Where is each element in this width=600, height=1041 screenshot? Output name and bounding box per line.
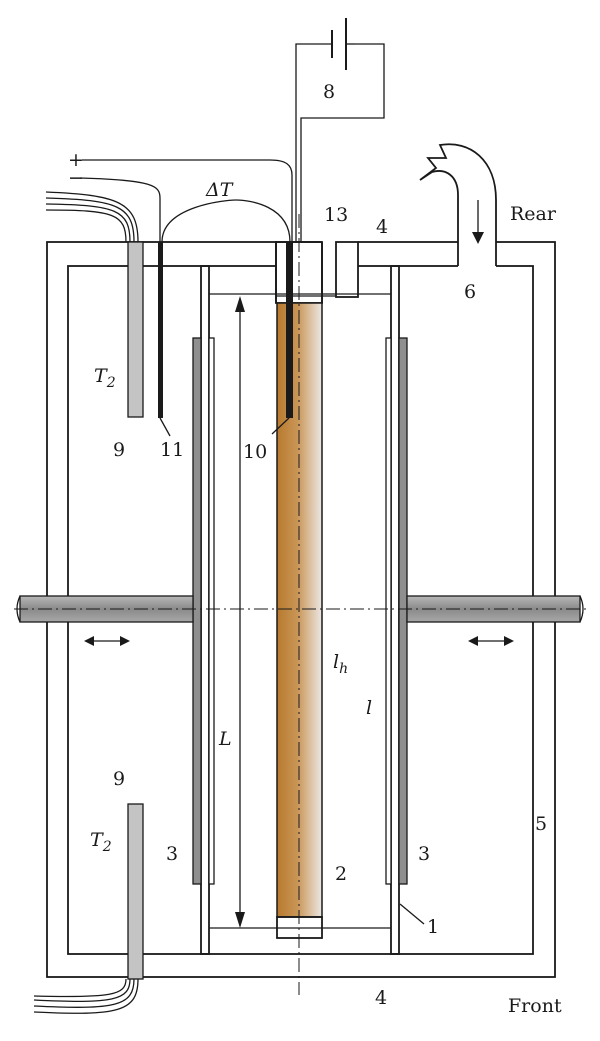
label-2: 2 <box>335 863 347 885</box>
right-electrode <box>398 337 408 885</box>
label-8: 8 <box>323 81 335 103</box>
delta-t-arc <box>161 199 291 243</box>
label-t2-top: T2 <box>94 365 116 391</box>
label-rear: Rear <box>510 203 557 225</box>
label-9-top: 9 <box>113 439 125 461</box>
left-plate <box>200 265 210 955</box>
label-6: 6 <box>464 281 476 303</box>
label-9-bottom: 9 <box>113 768 125 790</box>
inlet-flow-icon <box>419 143 497 242</box>
port-13 <box>335 241 359 298</box>
label-5: 5 <box>535 813 547 835</box>
left-double-arrow-icon <box>84 636 130 646</box>
label-4-bottom: 4 <box>375 987 387 1009</box>
plus-lead <box>82 159 293 242</box>
label-11: 11 <box>160 439 184 461</box>
label-t2-bottom: T2 <box>90 829 112 855</box>
label-lh: lh <box>333 651 348 677</box>
right-plate <box>390 265 400 955</box>
left-electrode <box>192 337 202 885</box>
cable-top <box>45 197 135 243</box>
right-double-arrow-icon <box>468 636 514 646</box>
label-3-right: 3 <box>418 843 430 865</box>
label-10: 10 <box>243 441 267 463</box>
label-L: L <box>218 728 232 750</box>
label-minus: − <box>68 167 84 189</box>
label-4-top: 4 <box>376 216 388 238</box>
wire-to-source <box>295 43 332 242</box>
label-delta-t: ΔT <box>205 179 234 201</box>
probe-t2-top <box>127 241 144 418</box>
label-plus: + <box>68 149 84 171</box>
thermocouple-10 <box>286 242 293 418</box>
probe-t2-bottom <box>127 803 144 980</box>
minus-lead <box>79 177 161 242</box>
label-13: 13 <box>324 204 348 226</box>
label-l: l <box>366 697 372 719</box>
cable-bottom <box>33 978 135 1008</box>
label-1: 1 <box>427 916 439 938</box>
thermocouple-11 <box>158 242 163 418</box>
label-3-left: 3 <box>166 843 178 865</box>
label-front: Front <box>508 995 562 1017</box>
inlet-arrow-icon <box>472 232 484 244</box>
